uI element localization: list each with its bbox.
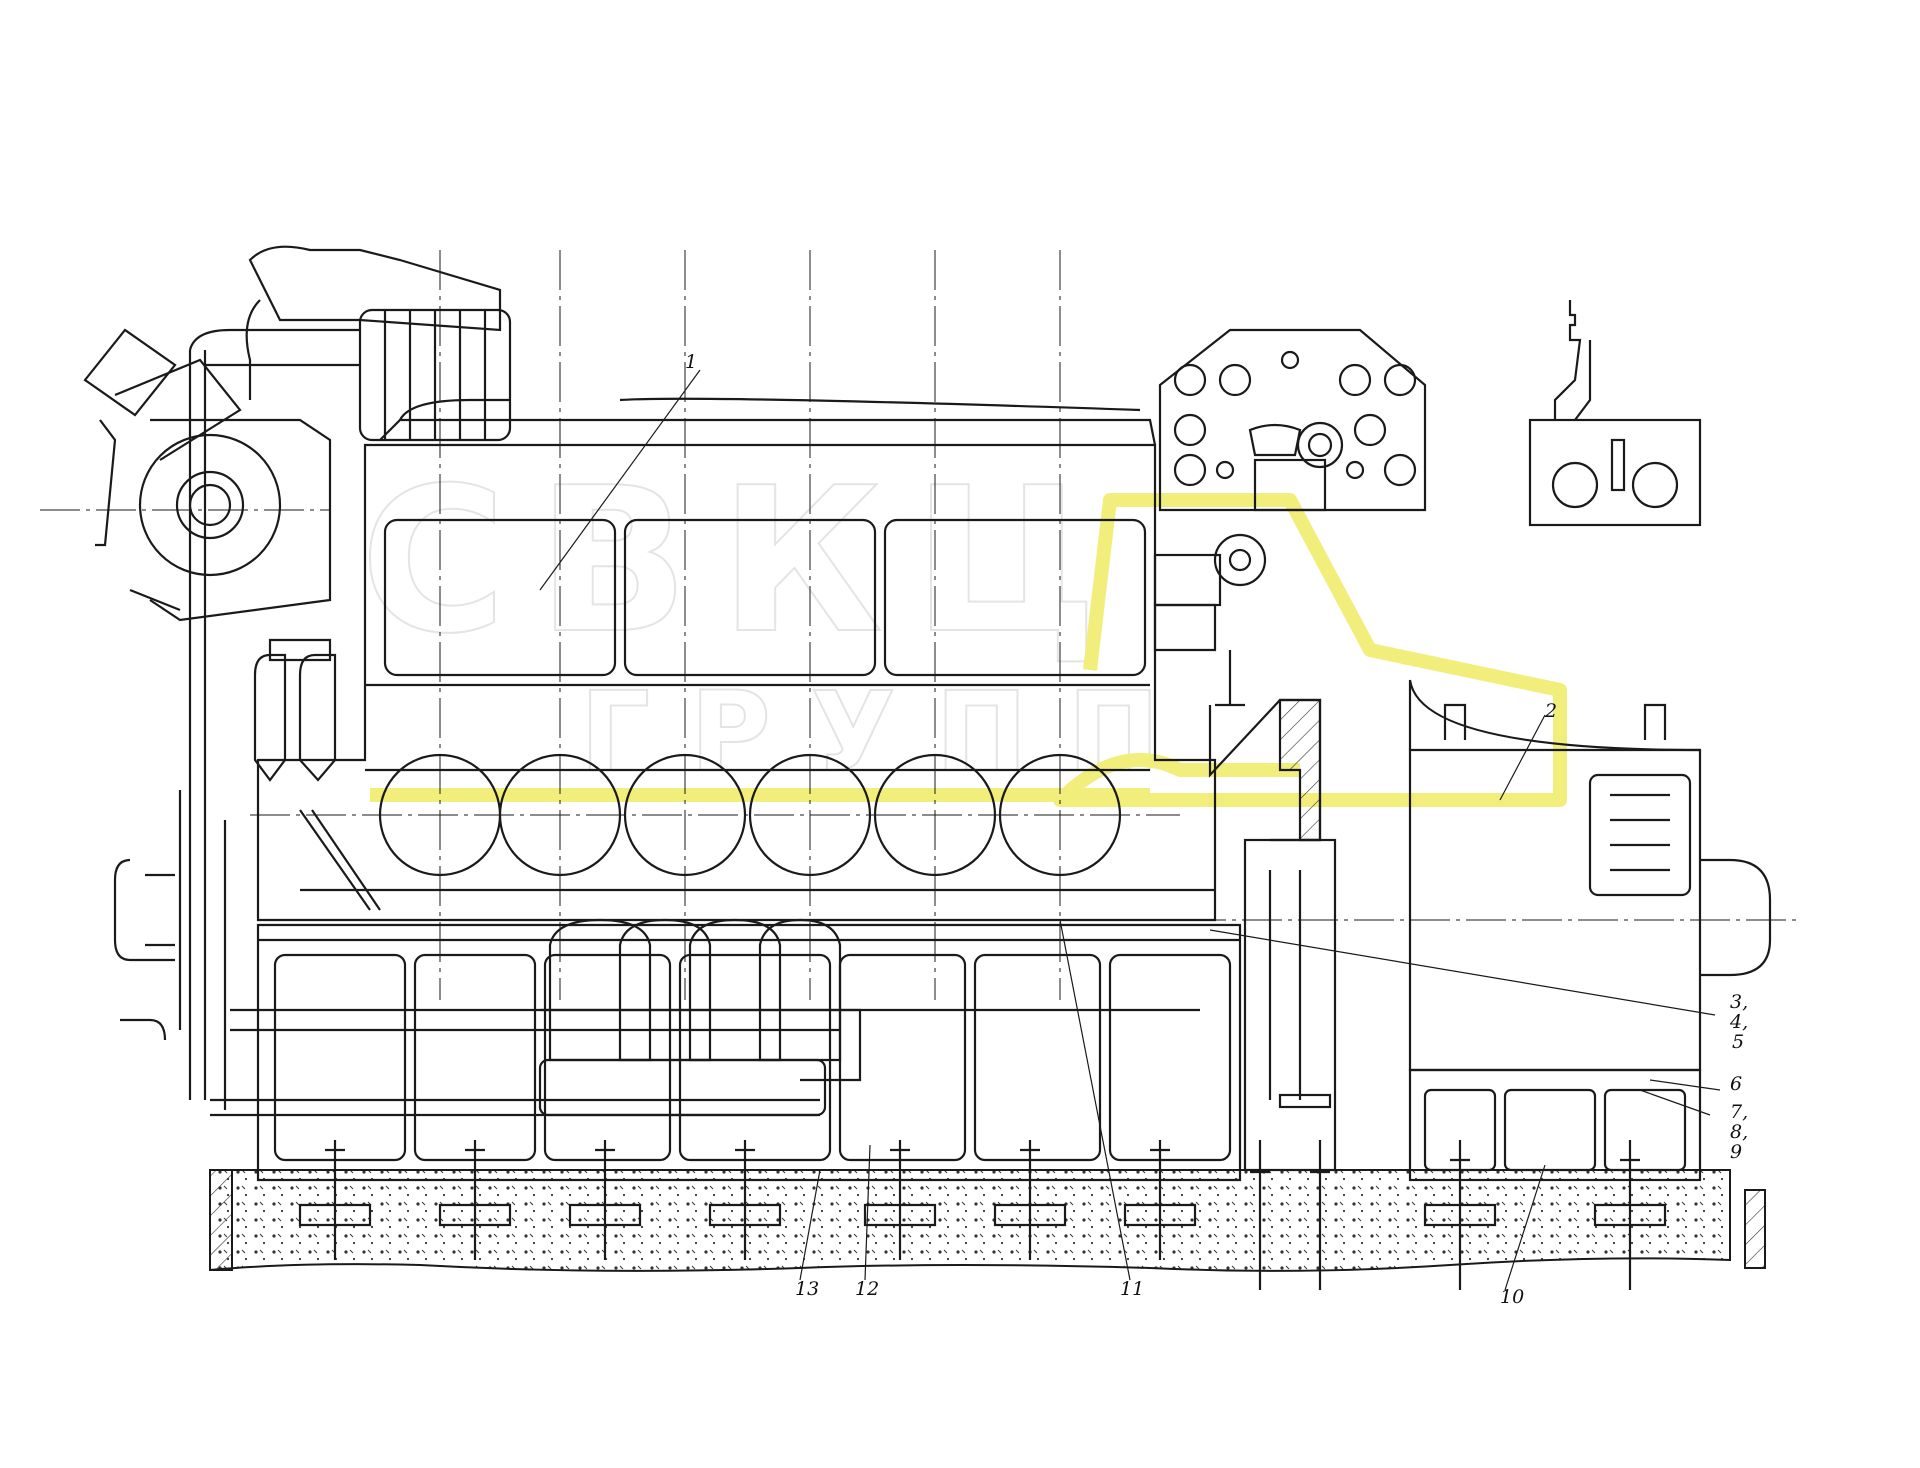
callout-4: 4, bbox=[1729, 1011, 1748, 1033]
callout-12: 12 bbox=[855, 1278, 879, 1300]
callout-13: 13 bbox=[795, 1278, 819, 1300]
watermark-swoosh bbox=[370, 493, 1567, 807]
callout-8: 8, bbox=[1730, 1121, 1748, 1143]
callout-labels: 1 2 3, 4, 5 6 7, 8, 9 10 11 12 13 bbox=[685, 351, 1748, 1308]
flywheel-coupling bbox=[1243, 698, 1337, 1172]
callout-11: 11 bbox=[1120, 1278, 1144, 1300]
callout-1: 1 bbox=[685, 351, 697, 373]
watermark-brand: СВКЦ bbox=[360, 445, 1128, 678]
callout-leaders bbox=[539, 369, 1721, 1291]
watermark-subtitle: ГРУПП bbox=[580, 668, 1200, 796]
callout-6: 6 bbox=[1730, 1073, 1742, 1095]
anchor-bolts bbox=[298, 1140, 1667, 1290]
watermark: СВКЦ ГРУПП bbox=[359, 444, 1567, 807]
callout-7: 7, bbox=[1730, 1101, 1748, 1123]
callout-5: 5 bbox=[1732, 1031, 1744, 1053]
turbocharger bbox=[83, 245, 512, 622]
concrete-foundation bbox=[209, 1169, 1766, 1272]
control-panel bbox=[1158, 328, 1427, 512]
fuel-filters-upper bbox=[253, 638, 337, 782]
cylinder-centerlines bbox=[40, 250, 1800, 1000]
generator bbox=[1408, 679, 1772, 1182]
callout-3: 3, bbox=[1730, 991, 1748, 1013]
engine-bedplate bbox=[256, 923, 1242, 1182]
callout-2: 2 bbox=[1544, 700, 1557, 722]
oil-filters bbox=[538, 918, 842, 1117]
callout-9: 9 bbox=[1730, 1141, 1742, 1163]
starter-detail bbox=[1528, 300, 1702, 527]
callout-10: 10 bbox=[1500, 1286, 1524, 1308]
